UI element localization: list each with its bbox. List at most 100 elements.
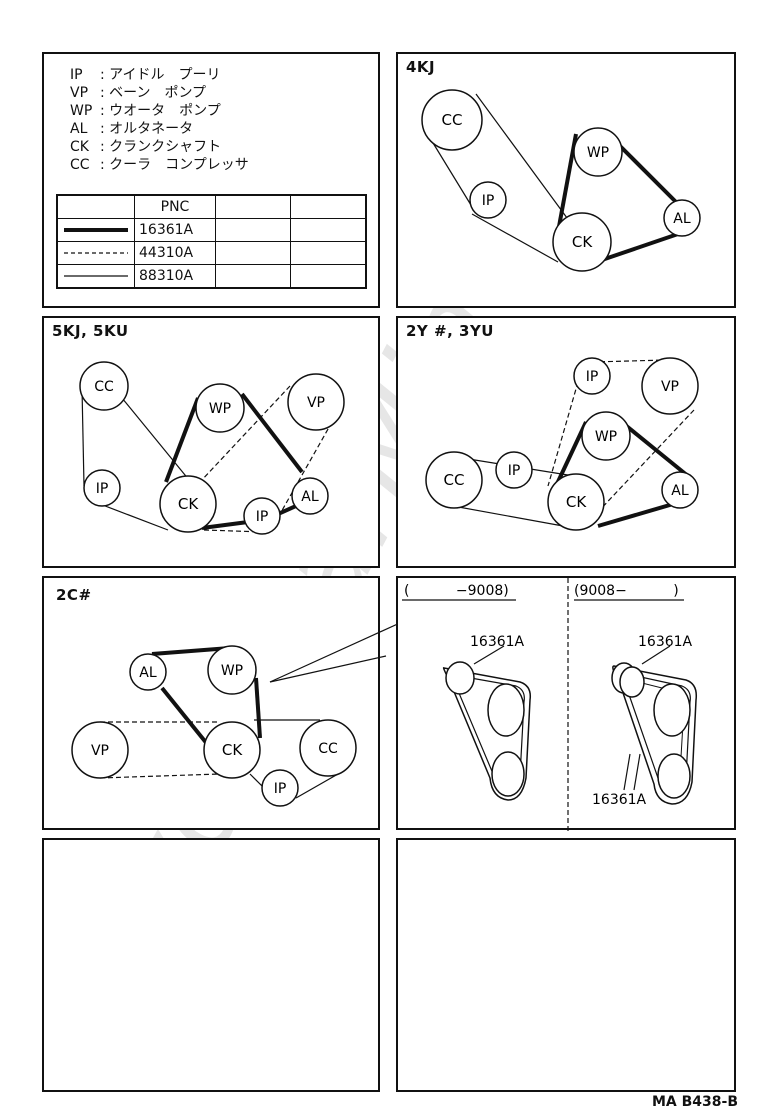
- svg-text:AL: AL: [301, 489, 319, 505]
- svg-text:IP: IP: [482, 193, 495, 209]
- belt-thick: [597, 500, 681, 528]
- callout-line: [269, 655, 387, 683]
- svg-text:IP: IP: [96, 481, 109, 497]
- svg-text:AL: AL: [673, 211, 691, 227]
- pulley-vp: VP: [287, 373, 345, 431]
- svg-text:WP: WP: [587, 145, 609, 161]
- svg-text:CK: CK: [222, 741, 243, 759]
- legend-list: IP: アイドル プーリ VP: ベーン ポンプ WP: ウオータ ポンプ AL…: [70, 66, 249, 174]
- svg-text:CK: CK: [572, 233, 593, 251]
- belt-thick: [160, 686, 214, 752]
- panel-empty-right: [396, 838, 736, 1092]
- legend-row-ip: IP: アイドル プーリ: [70, 67, 221, 83]
- legend-panel: IP: アイドル プーリ VP: ベーン ポンプ WP: ウオータ ポンプ AL…: [42, 52, 380, 308]
- line-style-thin-swatch: [56, 264, 135, 289]
- svg-text:IP: IP: [508, 463, 521, 479]
- pulley-wp: WP: [195, 383, 245, 433]
- belt-thick: [151, 646, 231, 656]
- belt-thick: [554, 421, 588, 487]
- pnc-row-thick: 16361A: [56, 218, 367, 242]
- pulley-ck: CK: [159, 475, 217, 533]
- svg-text:CC: CC: [94, 379, 114, 395]
- pulley-al: AL: [661, 471, 699, 509]
- reference-code: MA B438-B: [651, 1094, 738, 1110]
- belt-diagram-5kj: CC IP WP VP AL CK IP: [79, 361, 345, 535]
- legend-row-wp: WP: ウオータ ポンプ: [70, 103, 221, 119]
- svg-text:WP: WP: [209, 401, 231, 417]
- belt-thick: [610, 136, 678, 204]
- pnc-code: 44310A: [134, 241, 216, 265]
- svg-text:AL: AL: [139, 665, 157, 681]
- range-label-left: ( −9008): [404, 583, 509, 599]
- belt-thin: [121, 397, 195, 487]
- belt-thick: [622, 422, 690, 478]
- panel-label: 5KJ, 5KU: [52, 322, 129, 340]
- pulley-vp: VP: [71, 721, 129, 779]
- svg-text:CC: CC: [318, 741, 338, 757]
- pnc-table: PNC 16361A 44310A 88310A: [56, 194, 367, 289]
- svg-text:CC: CC: [444, 471, 465, 489]
- belt-thin: [81, 387, 85, 487]
- pnc-header-row: PNC: [56, 194, 367, 219]
- panel-label: 4KJ: [406, 58, 436, 76]
- belt-dashed: [99, 773, 221, 779]
- belt-thin: [99, 503, 169, 531]
- svg-text:IP: IP: [274, 781, 287, 797]
- pulley-wp: WP: [581, 411, 631, 461]
- pulley-ck: CK: [552, 212, 612, 272]
- belt-thick: [254, 677, 262, 739]
- svg-text:AL: AL: [671, 483, 689, 499]
- belt-thin: [429, 137, 475, 211]
- belt-thin: [295, 773, 339, 799]
- belt-thick: [164, 397, 200, 483]
- belt-thin: [475, 93, 571, 223]
- svg-text:VP: VP: [661, 379, 679, 395]
- panel-empty-left: [42, 838, 380, 1092]
- belt-dashed: [591, 359, 667, 363]
- pnc-code: 16361A: [134, 218, 216, 242]
- belt-diagram-2y: CC IP IP VP WP AL CK: [425, 357, 699, 531]
- belt-dashed: [279, 421, 333, 515]
- svg-text:VP: VP: [307, 395, 325, 411]
- belt-thick: [277, 504, 297, 516]
- belt-detail-diagram: ( −9008) (9008− ) 16361A 16361A: [402, 578, 698, 832]
- panel-4kj: 4KJ CC IP WP AL CK: [396, 52, 736, 308]
- legend-row-ck: CK: クランクシャフト: [70, 139, 222, 155]
- pnc-code: 88310A: [134, 264, 216, 289]
- belt-diagram-2c: AL WP VP CK CC IP: [71, 621, 403, 807]
- pulley-wp: WP: [573, 127, 623, 177]
- svg-text:IP: IP: [586, 369, 599, 385]
- panel-5kj-5ku: 5KJ, 5KU CC IP WP VP AL CK IP: [42, 316, 380, 568]
- svg-text:WP: WP: [221, 663, 243, 679]
- belt-diagram-4kj: CC IP WP AL CK: [421, 89, 701, 272]
- belt-assembly-left: 16361A: [442, 634, 532, 801]
- pulley-cc: CC: [421, 89, 483, 151]
- pulley-al: AL: [129, 653, 167, 691]
- line-style-thick-swatch: [56, 218, 135, 242]
- legend-row-cc: CC: クーラ コンプレッサ: [70, 157, 249, 173]
- pulley-cc: CC: [425, 451, 483, 509]
- belt-thin: [471, 213, 559, 263]
- part-label: 16361A: [470, 634, 525, 650]
- pulley-wp: WP: [207, 645, 257, 695]
- pulley-ip: IP: [469, 181, 507, 219]
- svg-text:IP: IP: [256, 509, 269, 525]
- pnc-row-thin: 88310A: [56, 264, 367, 289]
- belt-dashed: [547, 381, 579, 487]
- pulley-al: AL: [663, 199, 701, 237]
- svg-text:CC: CC: [442, 111, 463, 129]
- belt-thin: [441, 503, 575, 529]
- belt-thick: [240, 392, 304, 474]
- part-label: 16361A: [592, 792, 647, 808]
- panel-2y-3yu: 2Y #, 3YU CC IP IP VP WP AL CK: [396, 316, 736, 568]
- panel-label: 2C#: [56, 586, 92, 604]
- pulley-ck: CK: [547, 473, 605, 531]
- part-label: 16361A: [638, 634, 693, 650]
- range-label-right: (9008− ): [574, 583, 679, 599]
- svg-text:VP: VP: [91, 743, 109, 759]
- svg-text:WP: WP: [595, 429, 617, 445]
- svg-text:CK: CK: [566, 493, 587, 511]
- belt-thick: [595, 232, 679, 264]
- line-style-dashed-swatch: [56, 241, 135, 265]
- belt-dashed: [199, 385, 291, 483]
